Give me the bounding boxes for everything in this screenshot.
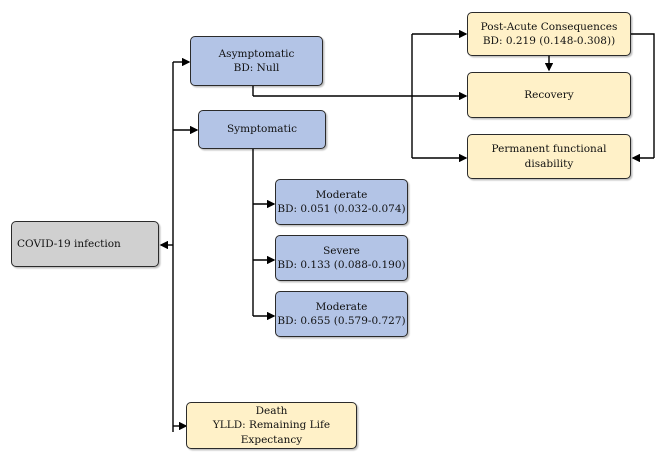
death-expectancy: Expectancy bbox=[240, 433, 303, 446]
death-title: Death bbox=[255, 405, 288, 418]
post-acute-right-out bbox=[631, 33, 655, 158]
symptomatic-box: Symptomatic bbox=[198, 110, 326, 149]
moderate-1-bd: BD: 0.051 (0.032-0.074) bbox=[277, 203, 406, 215]
asymptomatic-bd: BD: Null bbox=[233, 62, 280, 74]
severe-title: Severe bbox=[323, 244, 360, 257]
post-acute-title: Post-Acute Consequences bbox=[480, 20, 618, 33]
death-ylld: YLLD: Remaining Life bbox=[212, 419, 331, 432]
moderate-2-bd: BD: 0.655 (0.579-0.727) bbox=[277, 315, 406, 327]
severe-box: Severe BD: 0.133 (0.088-0.190) bbox=[275, 235, 408, 281]
permanent-title-2: disability bbox=[524, 157, 574, 170]
moderate-box-1: Moderate BD: 0.051 (0.032-0.074) bbox=[275, 179, 408, 225]
recovery-title: Recovery bbox=[524, 88, 574, 101]
permanent-title: Permanent functional bbox=[491, 143, 607, 156]
recovery-box: Recovery bbox=[467, 72, 631, 118]
death-box: Death YLLD: Remaining Life Expectancy bbox=[186, 402, 357, 449]
moderate-1-title: Moderate bbox=[315, 188, 368, 201]
symptomatic-title: Symptomatic bbox=[226, 123, 298, 136]
severe-bd: BD: 0.133 (0.088-0.190) bbox=[277, 259, 406, 271]
moderate-box-2: Moderate BD: 0.655 (0.579-0.727) bbox=[275, 291, 408, 337]
asymptomatic-title: Asymptomatic bbox=[218, 47, 295, 60]
covid-infection-box: COVID-19 infection bbox=[11, 221, 159, 267]
covid-label: COVID-19 infection bbox=[17, 237, 121, 250]
post-acute-box: Post-Acute Consequences BD: 0.219 (0.148… bbox=[467, 12, 631, 56]
post-acute-bd: BD: 0.219 (0.148-0.308)) bbox=[482, 35, 616, 47]
permanent-disability-box: Permanent functional disability bbox=[467, 134, 631, 179]
moderate-2-title: Moderate bbox=[315, 300, 368, 313]
asymptomatic-box: Asymptomatic BD: Null bbox=[190, 36, 323, 86]
